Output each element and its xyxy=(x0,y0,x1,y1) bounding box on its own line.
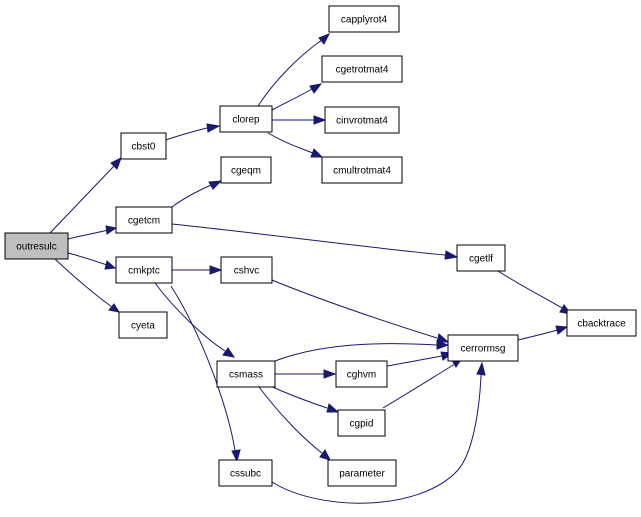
arrow-cgetcm xyxy=(105,225,118,235)
arrow-cshvc xyxy=(209,265,223,275)
arrow-cgpid xyxy=(326,403,340,413)
node-clorep[interactable]: clorep xyxy=(219,105,273,133)
edge-cbst0-clorep xyxy=(165,127,208,141)
node-label: cinvrotmat4 xyxy=(336,116,388,127)
node-label: cbacktrace xyxy=(577,319,626,330)
arrow-cinvrotmat4 xyxy=(313,115,327,125)
edge-clorep-cgetrotmat4 xyxy=(271,88,313,111)
edge-outresulc-cyeta xyxy=(54,258,113,308)
edge-cgetcm-cgeqm xyxy=(171,184,212,208)
edge-cgetlf-cbacktrace xyxy=(497,270,563,309)
edge-cghvm-cerrormsg xyxy=(386,355,443,367)
node-label: cgeqm xyxy=(231,166,261,177)
node-label: parameter xyxy=(339,469,385,480)
arrow-clorep xyxy=(206,123,221,133)
node-cghvm[interactable]: cghvm xyxy=(335,360,388,388)
node-label: cmultrotmat4 xyxy=(333,166,391,177)
node-label: cghvm xyxy=(347,370,376,381)
arrow-cbst0 xyxy=(110,156,122,170)
arrow-cerrormsg-from-cshvc xyxy=(436,333,450,343)
node-cerrormsg[interactable]: cerrormsg xyxy=(447,334,519,362)
node-label: cerrormsg xyxy=(460,344,505,355)
node-label: cmkptc xyxy=(128,266,160,277)
edge-csmass-parameter xyxy=(258,386,323,454)
arrow-cbacktrace-from-cerrormsg xyxy=(555,325,569,335)
arrow-cssubc xyxy=(231,449,241,463)
node-cgetlf[interactable]: cgetlf xyxy=(456,244,506,272)
node-label: cbst0 xyxy=(132,142,156,153)
node-label: cgetlf xyxy=(469,254,493,265)
node-label: cgetrotmat4 xyxy=(336,65,389,76)
node-label: cgetcm xyxy=(128,216,160,227)
node-cgetrotmat4[interactable]: cgetrotmat4 xyxy=(321,55,403,83)
node-label: capplyrot4 xyxy=(341,15,388,26)
node-cinvrotmat4[interactable]: cinvrotmat4 xyxy=(324,106,400,134)
node-label: cyeta xyxy=(131,321,155,332)
edge-cmkptc-cssubc xyxy=(170,285,236,451)
arrow-capplyrot4 xyxy=(318,33,331,45)
arrow-cerrormsg-from-csmass xyxy=(436,340,450,350)
node-label: outresulc xyxy=(16,242,57,253)
node-cshvc[interactable]: cshvc xyxy=(220,256,273,284)
edge-csmass-cgpid xyxy=(267,384,328,409)
node-capplyrot4[interactable]: capplyrot4 xyxy=(328,5,400,33)
edge-cmkptc-csmass xyxy=(154,282,226,352)
node-cgetcm[interactable]: cgetcm xyxy=(115,206,173,234)
edge-cssubc-cerrormsg xyxy=(271,374,482,504)
edge-outresulc-cgetcm xyxy=(67,229,109,240)
node-cbst0[interactable]: cbst0 xyxy=(120,132,167,160)
arrow-cerrormsg-from-cssubc xyxy=(476,361,486,376)
arrow-parameter xyxy=(319,449,331,461)
node-parameter[interactable]: parameter xyxy=(327,459,397,487)
node-label: csmass xyxy=(229,370,263,381)
arrow-cgeqm xyxy=(208,180,223,190)
node-label: cssubc xyxy=(230,469,261,480)
arrow-cyeta xyxy=(108,303,121,313)
node-label: cgpid xyxy=(350,419,374,430)
edge-clorep-cmultrotmat4 xyxy=(267,132,314,154)
edge-cgetcm-cgetlf xyxy=(171,223,446,256)
node-cgeqm[interactable]: cgeqm xyxy=(220,156,272,184)
arrow-cghvm xyxy=(323,369,337,379)
edge-cerrormsg-cbacktrace xyxy=(517,329,559,341)
node-label: clorep xyxy=(232,115,260,126)
arrow-cmkptc xyxy=(104,260,117,270)
node-cmkptc[interactable]: cmkptc xyxy=(115,256,173,284)
edge-outresulc-cmkptc xyxy=(67,252,108,266)
edge-clorep-capplyrot4 xyxy=(257,39,323,107)
edge-csmass-cerrormsg xyxy=(274,343,438,362)
node-cssubc[interactable]: cssubc xyxy=(218,459,273,487)
node-cyeta[interactable]: cyeta xyxy=(118,311,168,339)
arrow-csmass xyxy=(222,347,236,358)
node-cgpid[interactable]: cgpid xyxy=(337,409,386,437)
edges xyxy=(49,33,573,504)
edge-cshvc-cerrormsg xyxy=(271,279,438,339)
node-csmass[interactable]: csmass xyxy=(216,360,276,388)
node-cbacktrace[interactable]: cbacktrace xyxy=(566,309,637,337)
node-label: cshvc xyxy=(234,266,260,277)
arrow-cgetrotmat4 xyxy=(309,83,323,94)
node-cmultrotmat4[interactable]: cmultrotmat4 xyxy=(321,156,403,184)
node-outresulc[interactable]: outresulc xyxy=(4,232,69,260)
arrow-cgetlf xyxy=(444,250,459,260)
edge-cgpid-cerrormsg xyxy=(382,363,456,409)
edge-outresulc-cbst0 xyxy=(49,164,116,234)
arrow-cmultrotmat4 xyxy=(310,148,324,158)
